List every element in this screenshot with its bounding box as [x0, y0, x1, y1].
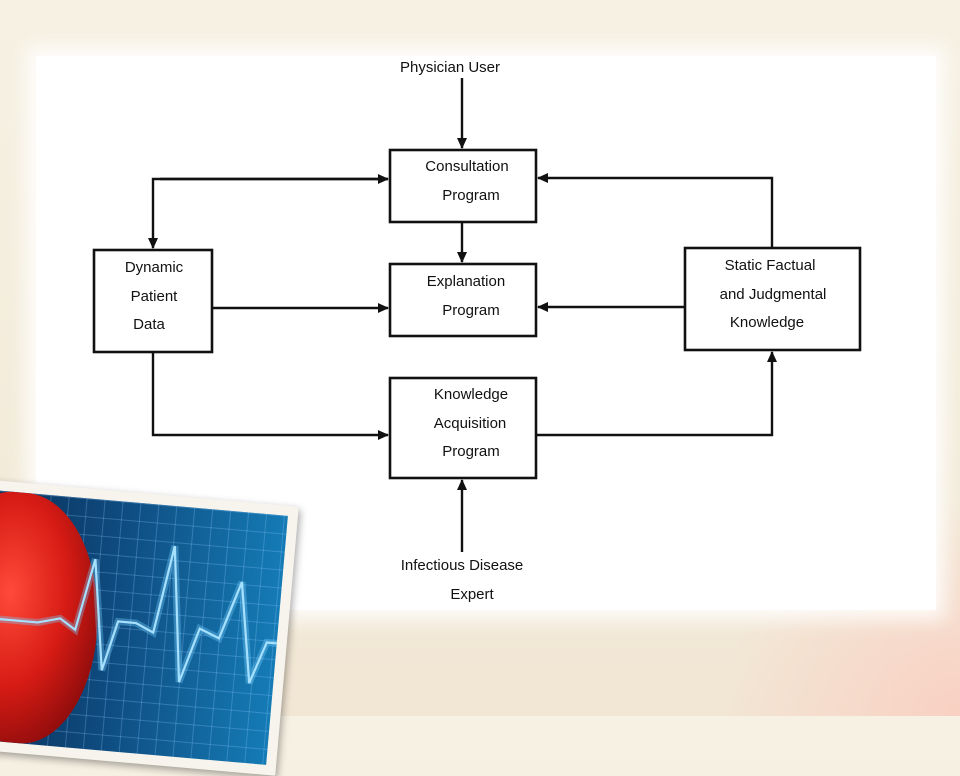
dynamic-line-3: Data: [133, 316, 165, 333]
expert-line-2: Expert: [450, 586, 494, 603]
system-diagram: [92, 78, 862, 552]
arrow-acquisition-to-static: [536, 351, 777, 437]
acquisition-line-3: Program: [442, 443, 500, 460]
static-knowledge-box: [683, 246, 862, 352]
heart-monitor-photo: [0, 478, 299, 776]
knowledge-acquisition-box: [388, 376, 538, 480]
ecg-trace: [0, 545, 288, 685]
static-line-2: and Judgmental: [719, 286, 827, 303]
physician-user-label: Physician User: [399, 59, 501, 76]
dynamic-line-1: Dynamic: [124, 259, 184, 276]
explanation-line-1: Explanation: [426, 273, 506, 290]
static-line-3: Knowledge: [729, 314, 805, 331]
explanation-line-2: Program: [442, 302, 500, 319]
dynamic-line-2: Patient: [130, 288, 178, 305]
acquisition-line-2: Acquisition: [433, 415, 507, 432]
arrow-consultation-dynamic: [148, 177, 388, 249]
arrow-dynamic-to-acquisition: [151, 352, 389, 440]
heart-monitor-image: [0, 488, 288, 765]
static-line-1: Static Factual: [724, 257, 816, 274]
consultation-line-1: Consultation: [425, 158, 509, 175]
acquisition-line-1: Knowledge: [433, 386, 509, 403]
expert-line-1: Infectious Disease: [400, 557, 524, 574]
consultation-line-2: Program: [442, 187, 500, 204]
explanation-box: [388, 262, 538, 338]
arrow-static-to-consultation: [537, 173, 774, 248]
